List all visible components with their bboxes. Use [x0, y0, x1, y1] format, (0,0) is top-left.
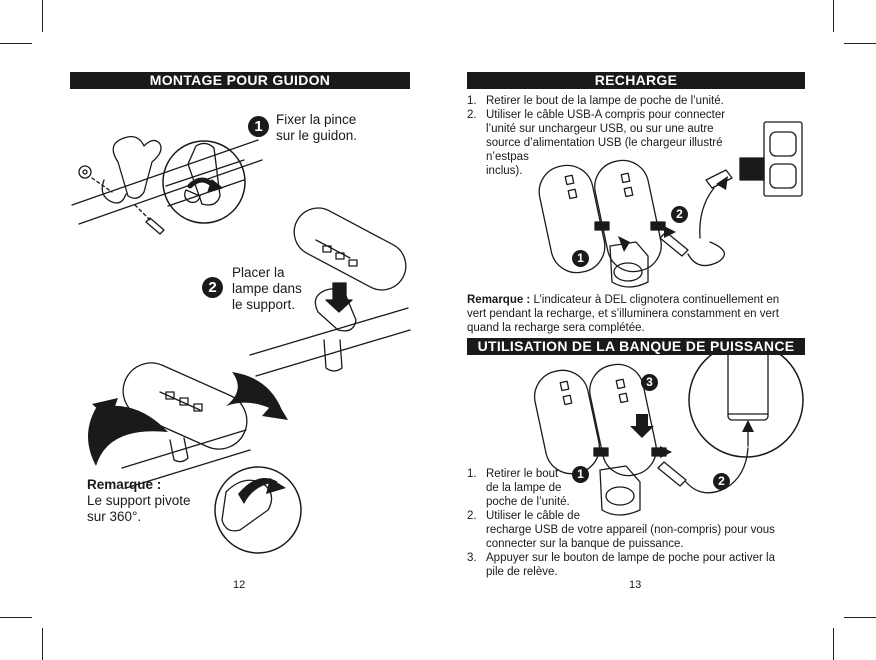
step-number: 1.: [467, 95, 477, 107]
recharge-steps: 1. Retirer le bout de la lampe de poche …: [467, 94, 767, 178]
step-number: 3.: [467, 552, 477, 564]
recharge-step-1: 1. Retirer le bout de la lampe de poche …: [467, 94, 767, 108]
crop-mark: [0, 43, 32, 44]
text-line: sur 360°.: [87, 509, 142, 524]
text-line: sur le guidon.: [276, 128, 358, 143]
page-number-left: 12: [233, 579, 246, 591]
text-line: pile de relève.: [486, 566, 558, 578]
text-line: Fixer la pince: [276, 112, 357, 127]
text-line: L’indicateur à DEL clignotera continuell…: [533, 294, 780, 306]
text-line: source d’alimentation USB (le chargeur i…: [486, 137, 723, 149]
recharge-note: Remarque : L’indicateur à DEL clignotera…: [467, 293, 807, 335]
step-badge-2: 2: [202, 277, 223, 298]
power-bank-step-2: 2. Utiliser le câble de recharge USB de …: [467, 509, 807, 551]
text-line: lampe dans: [232, 281, 302, 296]
text-line: Retirer le bout de la lampe de poche de …: [486, 95, 724, 107]
text-line: Placer la: [232, 265, 285, 280]
step-number: 1.: [467, 468, 477, 480]
text-line: connecter sur la banque de puissance.: [486, 538, 684, 550]
crop-mark: [833, 0, 834, 32]
step-number: 2.: [467, 510, 477, 522]
text-line: inclus).: [486, 165, 523, 177]
section-header-handlebar-mount: MONTAGE POUR GUIDON: [70, 72, 410, 89]
power-bank-badge-3: 3: [641, 374, 658, 391]
note-label: Remarque :: [467, 294, 531, 306]
handlebar-clamp-illustration: [71, 135, 263, 235]
power-bank-badge-2: 2: [713, 473, 730, 490]
note-label: Remarque :: [87, 477, 162, 492]
power-bank-badge-1: 1: [572, 466, 589, 483]
crop-mark: [42, 628, 43, 660]
crop-mark: [0, 617, 32, 618]
text-line: l’unité sur unchargeur USB, ou sur une a…: [486, 123, 714, 135]
text-line: Utiliser le câble de: [486, 510, 580, 522]
crop-mark: [833, 628, 834, 660]
pivot-note: Remarque : Le support pivote sur 360°.: [87, 477, 191, 525]
step1-text: Fixer la pince sur le guidon.: [276, 112, 357, 144]
text-line: poche de l’unité.: [486, 496, 570, 508]
recharge-badge-1: 1: [572, 250, 589, 267]
step-number: 2.: [467, 109, 477, 121]
pivot-illustration: [121, 362, 302, 554]
recharge-badge-2: 2: [671, 206, 688, 223]
crop-mark: [844, 43, 876, 44]
step-badge-1: 1: [248, 116, 269, 137]
power-bank-steps: 1. Retirer le bout de la lampe de poche …: [467, 467, 807, 579]
section-header-recharge: RECHARGE: [467, 72, 805, 89]
text-line: de la lampe de: [486, 482, 562, 494]
power-bank-step-1: 1. Retirer le bout de la lampe de poche …: [467, 467, 807, 509]
text-line: Retirer le bout: [486, 468, 559, 480]
text-line: le support.: [232, 297, 296, 312]
crop-mark: [844, 617, 876, 618]
text-line: Utiliser le câble USB-A compris pour con…: [486, 109, 726, 121]
step2-text: Placer la lampe dans le support.: [232, 265, 302, 313]
crop-mark: [42, 0, 43, 32]
text-line: Le support pivote: [87, 493, 191, 508]
text-line: vert pendant la recharge, et s’illuminer…: [467, 308, 779, 320]
power-bank-step-3: 3. Appuyer sur le bouton de lampe de poc…: [467, 551, 807, 579]
page-number-right: 13: [629, 579, 642, 591]
recharge-step-2: 2. Utiliser le câble USB-A compris pour …: [467, 108, 767, 178]
text-line: quand la recharge sera complétée.: [467, 322, 645, 334]
flashlight-mount-illustration: [249, 207, 411, 377]
text-line: Appuyer sur le bouton de lampe de poche …: [486, 552, 775, 564]
text-line: recharge USB de votre appareil (non-comp…: [486, 524, 775, 536]
text-line: n’estpas: [486, 151, 529, 163]
section-header-power-bank: UTILISATION DE LA BANQUE DE PUISSANCE: [467, 338, 805, 355]
recharge-illustration: [538, 121, 803, 288]
